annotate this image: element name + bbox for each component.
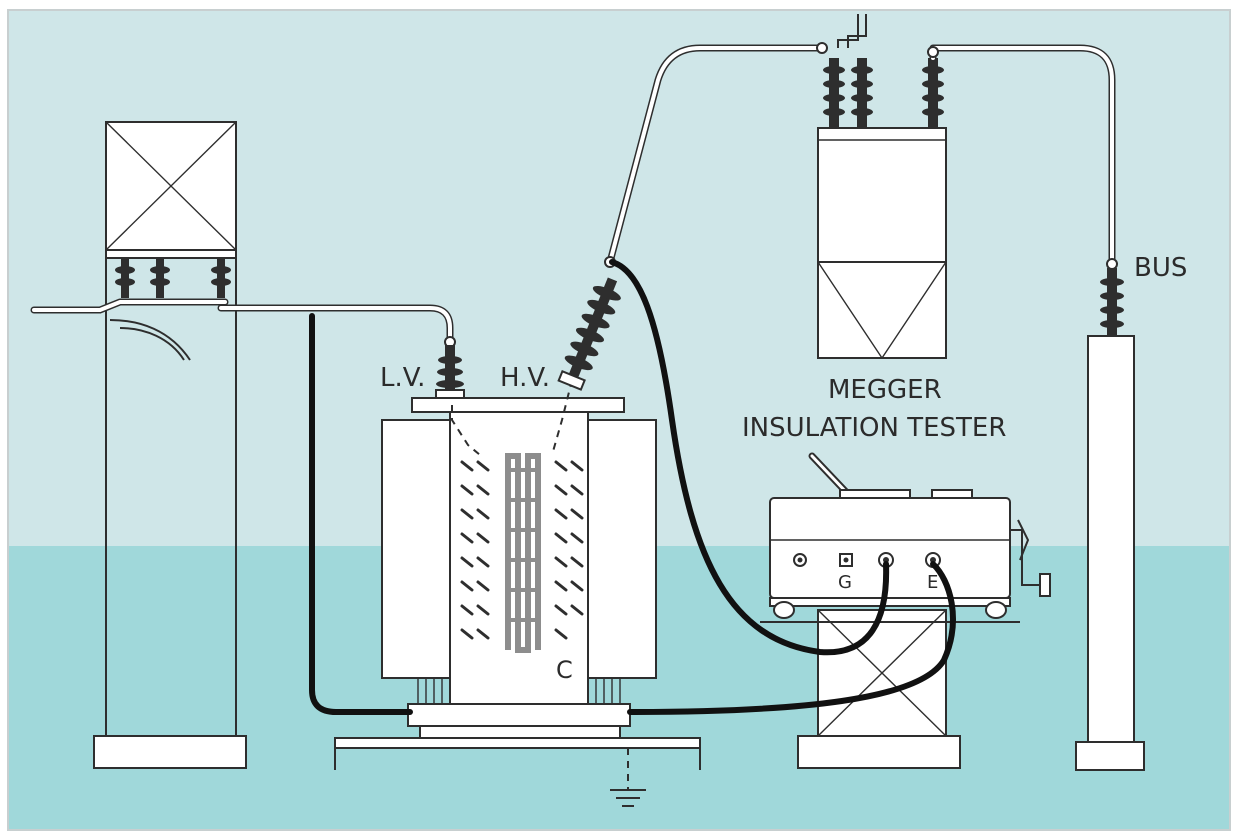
- megger-label-line2: INSULATION TESTER: [742, 413, 1006, 443]
- left-insulators: [115, 258, 231, 298]
- bus-support: [1075, 258, 1145, 771]
- terminal-line[interactable]: [793, 553, 807, 567]
- crank-handle-icon[interactable]: [1010, 519, 1051, 597]
- earth-test-lead: [627, 561, 956, 715]
- terminal-guard[interactable]: [839, 553, 853, 567]
- lv-label: L.V.: [380, 363, 425, 393]
- megger-label-line1: MEGGER: [828, 375, 942, 405]
- bus-label: BUS: [1134, 253, 1187, 283]
- guard-terminal-label: G: [838, 572, 852, 593]
- hv-test-lead: [609, 259, 890, 656]
- outgoing-busbar: [927, 44, 1116, 266]
- right-insulators: [823, 58, 944, 128]
- right-radiator: [587, 419, 657, 679]
- left-radiator: [381, 419, 451, 679]
- winding-symbol: [505, 453, 541, 653]
- megger-insulation-tester: G E: [769, 452, 1051, 619]
- winding-symbol-rungs: [506, 468, 540, 622]
- hv-label: H.V.: [500, 363, 550, 393]
- hv-busbar: [604, 42, 828, 268]
- earth-terminal-label: E: [927, 572, 938, 593]
- frame-border: [7, 9, 1231, 831]
- capacitance-label: C: [556, 656, 573, 684]
- lv-bushing: [435, 345, 465, 399]
- transformer: [334, 277, 701, 807]
- labels: L.V. H.V. BUS MEGGER INSULATION TESTER C: [380, 253, 1187, 684]
- insulation-field-marks: [460, 460, 584, 640]
- hv-bushing: [557, 277, 621, 391]
- earth-ground-icon: [610, 789, 646, 807]
- left-switchgear: [30, 121, 247, 769]
- lv-ground-lead: [309, 313, 413, 715]
- tester-case: [769, 497, 1011, 599]
- lv-busbar: [217, 304, 456, 349]
- test-leads: [309, 259, 956, 715]
- right-switchgear: [760, 14, 1020, 769]
